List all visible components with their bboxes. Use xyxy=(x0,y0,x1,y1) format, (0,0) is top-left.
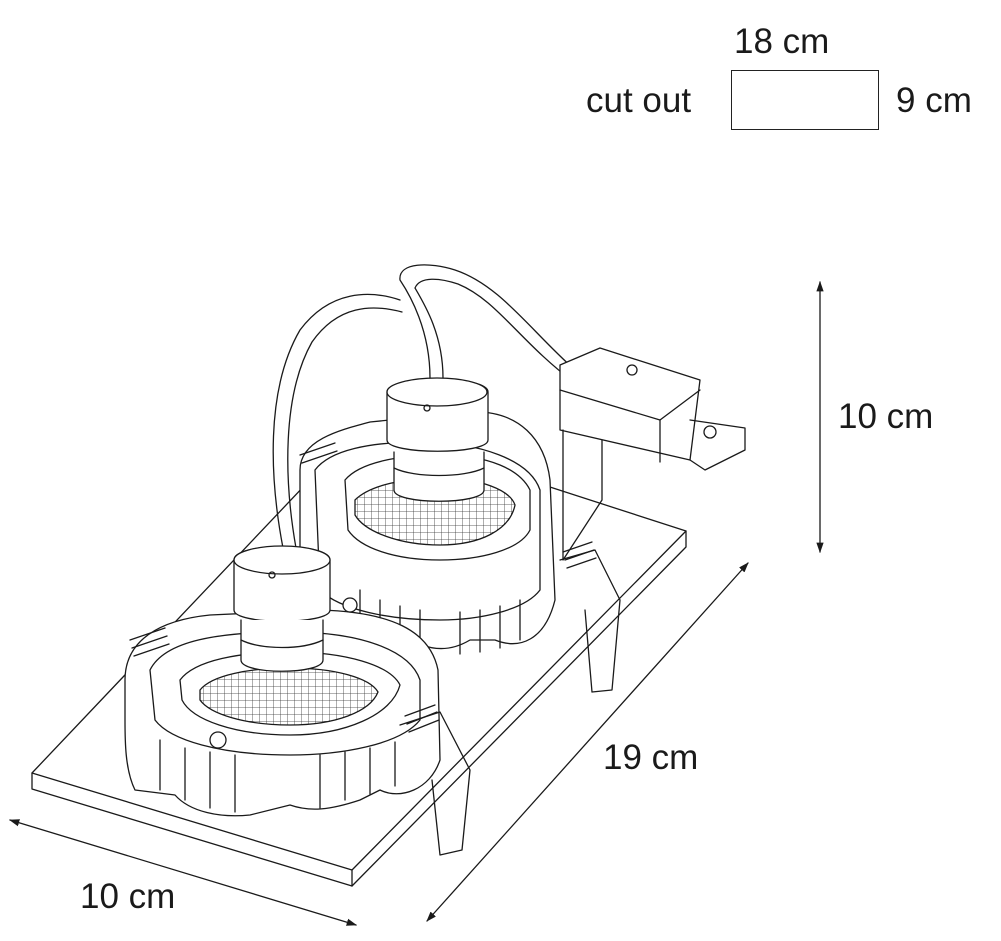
spring-clips xyxy=(130,443,620,855)
height-dimension-label: 10 cm xyxy=(838,397,934,436)
cutout-rectangle xyxy=(731,70,879,130)
width-dimension-arrow xyxy=(9,819,357,926)
power-cable xyxy=(273,265,575,548)
cutout-label: cut out xyxy=(586,81,692,120)
width-dimension-label: 10 cm xyxy=(80,877,176,916)
length-dimension-arrow xyxy=(426,562,749,922)
driver-box xyxy=(560,348,745,560)
cutout-width-label: 18 cm xyxy=(734,22,830,61)
length-dimension-label: 19 cm xyxy=(603,738,699,777)
rear-lamp xyxy=(387,378,488,501)
front-lamp xyxy=(234,546,330,671)
cutout-height-label: 9 cm xyxy=(896,81,972,120)
front-housing xyxy=(125,598,440,816)
